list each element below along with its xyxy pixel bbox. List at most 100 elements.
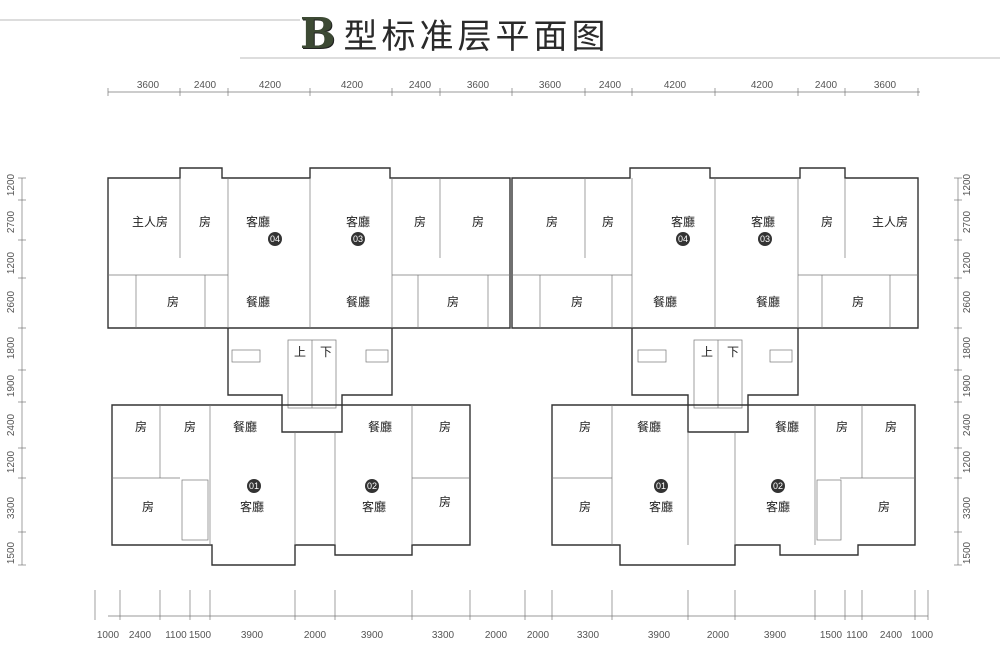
unit-badge-label: 04 [678,234,688,244]
top-dim: 2400 [194,80,217,91]
unit-badge-label: 02 [773,481,783,491]
unit-badge-label: 03 [353,234,363,244]
bottom-dim: 2000 [527,630,550,641]
room-dining: 餐廳 [233,419,257,434]
room-dining: 餐廳 [346,294,370,309]
bottom-dim: 3300 [432,630,455,641]
kitchen-counter [769,349,793,363]
top-dim: 3600 [137,80,160,91]
top-dim: 2400 [599,80,622,91]
room-living: 客廳 [751,214,775,229]
stair-down: 下 [727,345,739,359]
unit-badge [365,479,379,493]
unit-badge [268,232,282,246]
wall-core-right [631,328,799,433]
room-dining: 餐廳 [775,419,799,434]
room-master-bedroom: 主人房 [872,214,908,229]
top-dim: 4200 [751,80,774,91]
unit-badge [676,232,690,246]
room-living: 客廳 [671,214,695,229]
bottom-dim: 2000 [485,630,508,641]
bottom-dim: 3900 [361,630,384,641]
bottom-dim: 1000 [911,630,934,641]
top-dim: 4200 [259,80,282,91]
right-dim: 2700 [962,210,973,233]
left-dim: 2700 [6,210,17,233]
left-dim: 2600 [6,290,17,313]
room-bedroom: 房 [836,419,848,434]
stair-down: 下 [320,345,332,359]
unit-badge-label: 01 [656,481,666,491]
bathroom [181,479,209,541]
bottom-dim: 1500 [189,630,212,641]
bottom-dim: 1100 [846,630,868,641]
top-dim: 3600 [539,80,562,91]
bottom-dim: 1100 [165,630,187,641]
unit-badge-label: 01 [249,481,259,491]
right-dim: 1200 [962,450,973,473]
bottom-dim: 2000 [304,630,327,641]
room-dining: 餐廳 [756,294,780,309]
room-bedroom: 房 [199,214,211,229]
room-living: 客廳 [766,499,790,514]
room-bedroom: 房 [885,419,897,434]
room-bedroom: 房 [142,499,154,514]
room-bedroom: 房 [821,214,833,229]
room-dining: 餐廳 [246,294,270,309]
wall-lower-left [111,404,471,566]
right-dim: 3300 [962,496,973,519]
unit-badge [771,479,785,493]
right-dim: 1800 [962,336,973,359]
top-dim: 2400 [815,80,838,91]
dimension-ticks [18,88,962,620]
room-bedroom: 房 [579,499,591,514]
bottom-dimensions: 1000 2400 1100 1500 3900 2000 3900 3300 … [97,630,934,641]
left-dim: 1200 [6,251,17,274]
room-bedroom: 房 [447,294,459,309]
room-bedroom: 房 [546,214,558,229]
bottom-dim: 3300 [577,630,600,641]
room-dining: 餐廳 [368,419,392,434]
bottom-dim: 3900 [241,630,264,641]
left-dim: 1900 [6,374,17,397]
kitchen-counter [365,349,389,363]
room-living: 客廳 [362,499,386,514]
left-dimensions: 1200 2700 1200 2600 1800 1900 2400 1200 … [6,173,17,564]
room-bedroom: 房 [602,214,614,229]
room-bedroom: 房 [878,499,890,514]
kitchen-counter [637,349,667,363]
room-bedroom: 房 [167,294,179,309]
right-dim: 1900 [962,374,973,397]
left-dim: 3300 [6,496,17,519]
room-bedroom: 房 [414,214,426,229]
room-living: 客廳 [240,499,264,514]
right-dim: 1200 [962,173,973,196]
left-dim: 1200 [6,450,17,473]
top-dim: 3600 [467,80,490,91]
room-master-bedroom: 主人房 [132,214,168,229]
room-dining: 餐廳 [637,419,661,434]
unit-badge [351,232,365,246]
unit-badge-label: 04 [270,234,280,244]
bottom-dim: 2000 [707,630,730,641]
wall-upper-left [107,167,511,329]
title-letter: B [300,8,336,58]
room-bedroom: 房 [135,419,147,434]
right-dim: 1500 [962,541,973,564]
top-dim: 4200 [341,80,364,91]
stair-up: 上 [701,345,713,359]
room-bedroom: 房 [579,419,591,434]
bathroom [816,479,842,541]
right-dim: 2400 [962,413,973,436]
unit-badges: 04 03 04 03 01 02 01 02 [247,232,785,493]
room-bedroom: 房 [472,214,484,229]
left-dim: 1800 [6,336,17,359]
bottom-dim: 3900 [648,630,671,641]
left-dim: 1500 [6,541,17,564]
right-dim: 2600 [962,290,973,313]
left-dim: 1200 [6,173,17,196]
unit-badge-label: 03 [760,234,770,244]
bottom-dim: 1000 [97,630,120,641]
title-text: 型标准层平面图 [343,16,610,57]
